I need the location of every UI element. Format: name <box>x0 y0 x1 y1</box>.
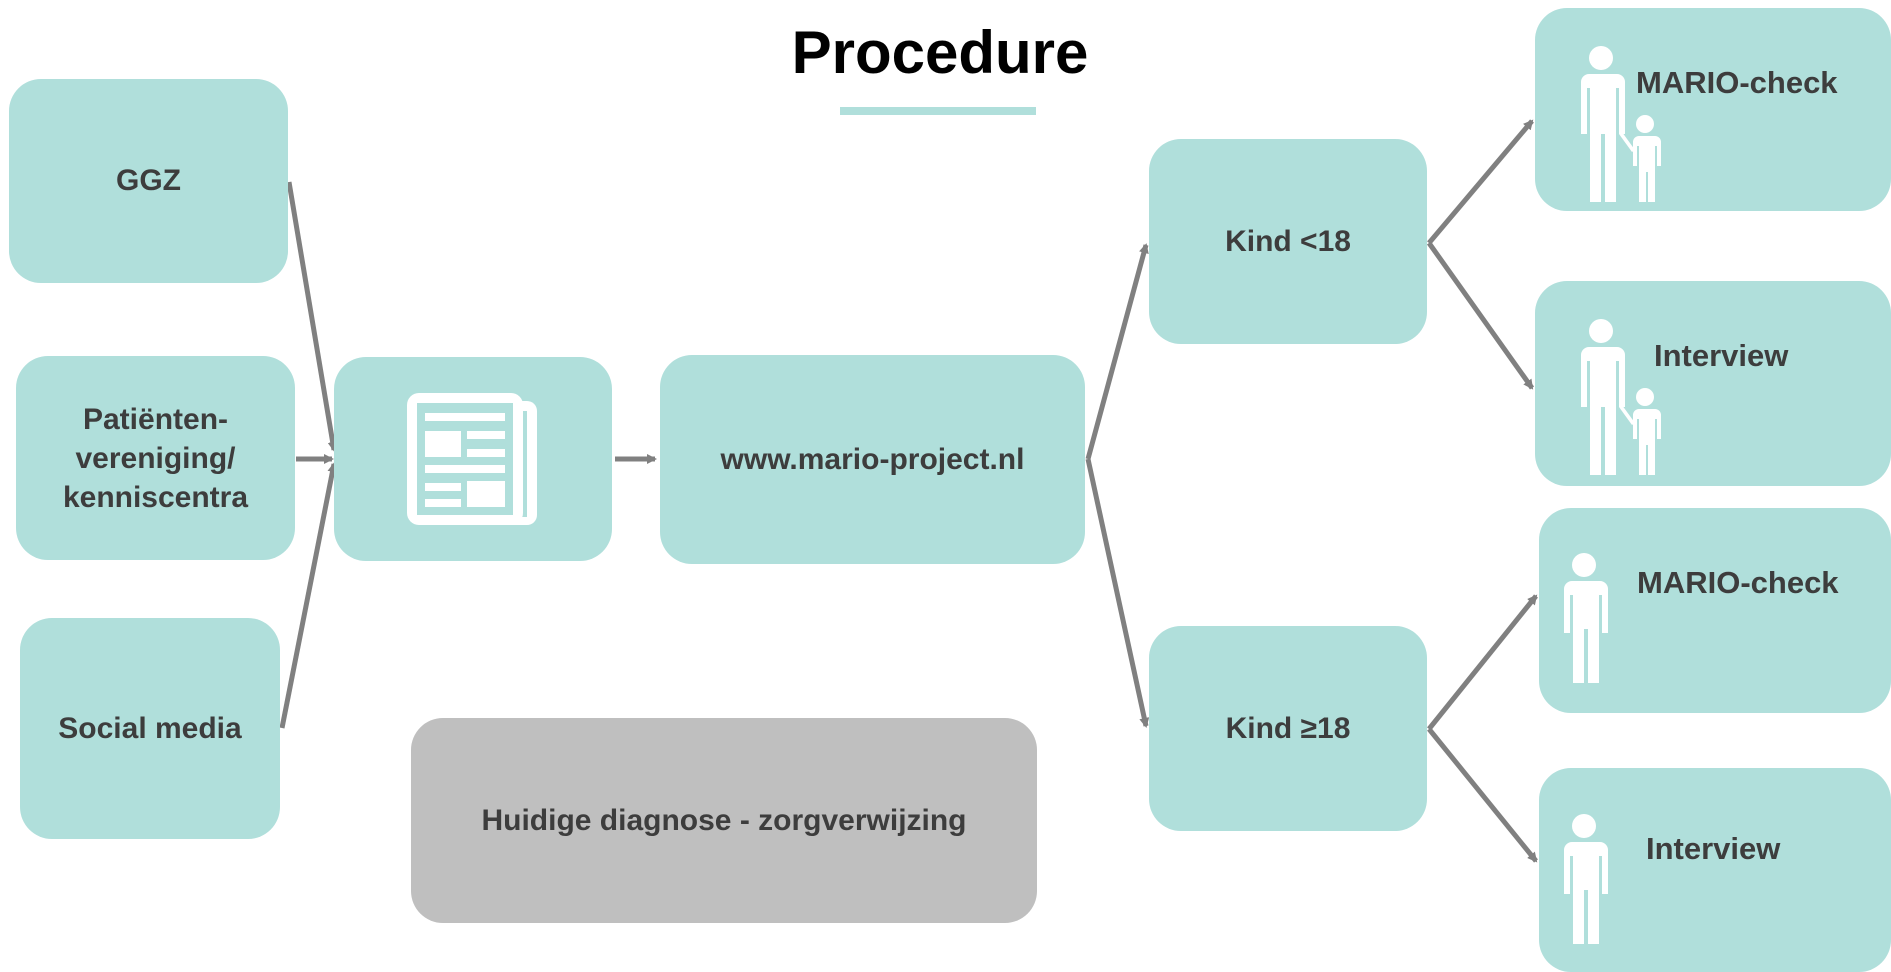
adult-person-icon <box>1564 553 1608 683</box>
branch-under-18-label: Kind <18 <box>1225 224 1351 258</box>
arrow-over18-to-check <box>1427 594 1538 731</box>
newspaper-icon <box>407 393 537 525</box>
page-title: Procedure <box>791 19 1089 86</box>
outcome-over18-interview-label: Interview <box>1646 831 1781 866</box>
outcome-under18-mario-check-label: MARIO-check <box>1636 65 1838 100</box>
source-social-media: Social media <box>20 618 280 839</box>
source-social-media-label: Social media <box>58 711 242 745</box>
arrow-ggz-to-document <box>286 181 338 452</box>
branch-over-18: Kind ≥18 <box>1149 626 1427 831</box>
arrow-website-to-over18 <box>1085 458 1150 728</box>
outcome-under18-interview: Interview <box>1535 281 1891 486</box>
parent-with-child-icon <box>1581 46 1661 202</box>
current-pathway-label: Huidige diagnose - zorgverwijzing <box>481 803 967 837</box>
outcome-over18-interview: Interview <box>1539 768 1891 972</box>
current-pathway-box: Huidige diagnose - zorgverwijzing <box>411 718 1037 923</box>
patient-label-line1: Patiënten- <box>82 402 229 436</box>
branch-under-18: Kind <18 <box>1149 139 1427 344</box>
website-node: www.mario-project.nl <box>660 355 1085 564</box>
arrow-under18-to-interview <box>1426 241 1535 390</box>
outcome-over18-mario-check: MARIO-check <box>1539 508 1891 713</box>
arrow-social-to-document <box>279 462 338 729</box>
outcome-under18-interview-label: Interview <box>1654 338 1789 373</box>
adult-person-icon <box>1564 814 1608 944</box>
outcome-over18-mario-check-label: MARIO-check <box>1637 565 1839 600</box>
title-underline <box>840 107 1036 115</box>
patient-label-line2: vereniging/ <box>75 441 236 475</box>
branch-over-18-label: Kind ≥18 <box>1225 711 1351 745</box>
patient-label-line3: kenniscentra <box>62 480 249 514</box>
source-ggz: GGZ <box>9 79 288 283</box>
arrow-over18-to-interview <box>1427 727 1538 863</box>
arrow-website-to-under18 <box>1085 243 1149 460</box>
source-ggz-label: GGZ <box>116 164 181 197</box>
website-label: www.mario-project.nl <box>720 442 1025 476</box>
arrow-under18-to-check <box>1427 119 1534 245</box>
source-patient-associations: Patiënten- vereniging/ kenniscentra <box>16 356 295 560</box>
document-node <box>334 357 612 561</box>
parent-with-child-icon <box>1581 319 1661 475</box>
outcome-under18-mario-check: MARIO-check <box>1535 8 1891 211</box>
